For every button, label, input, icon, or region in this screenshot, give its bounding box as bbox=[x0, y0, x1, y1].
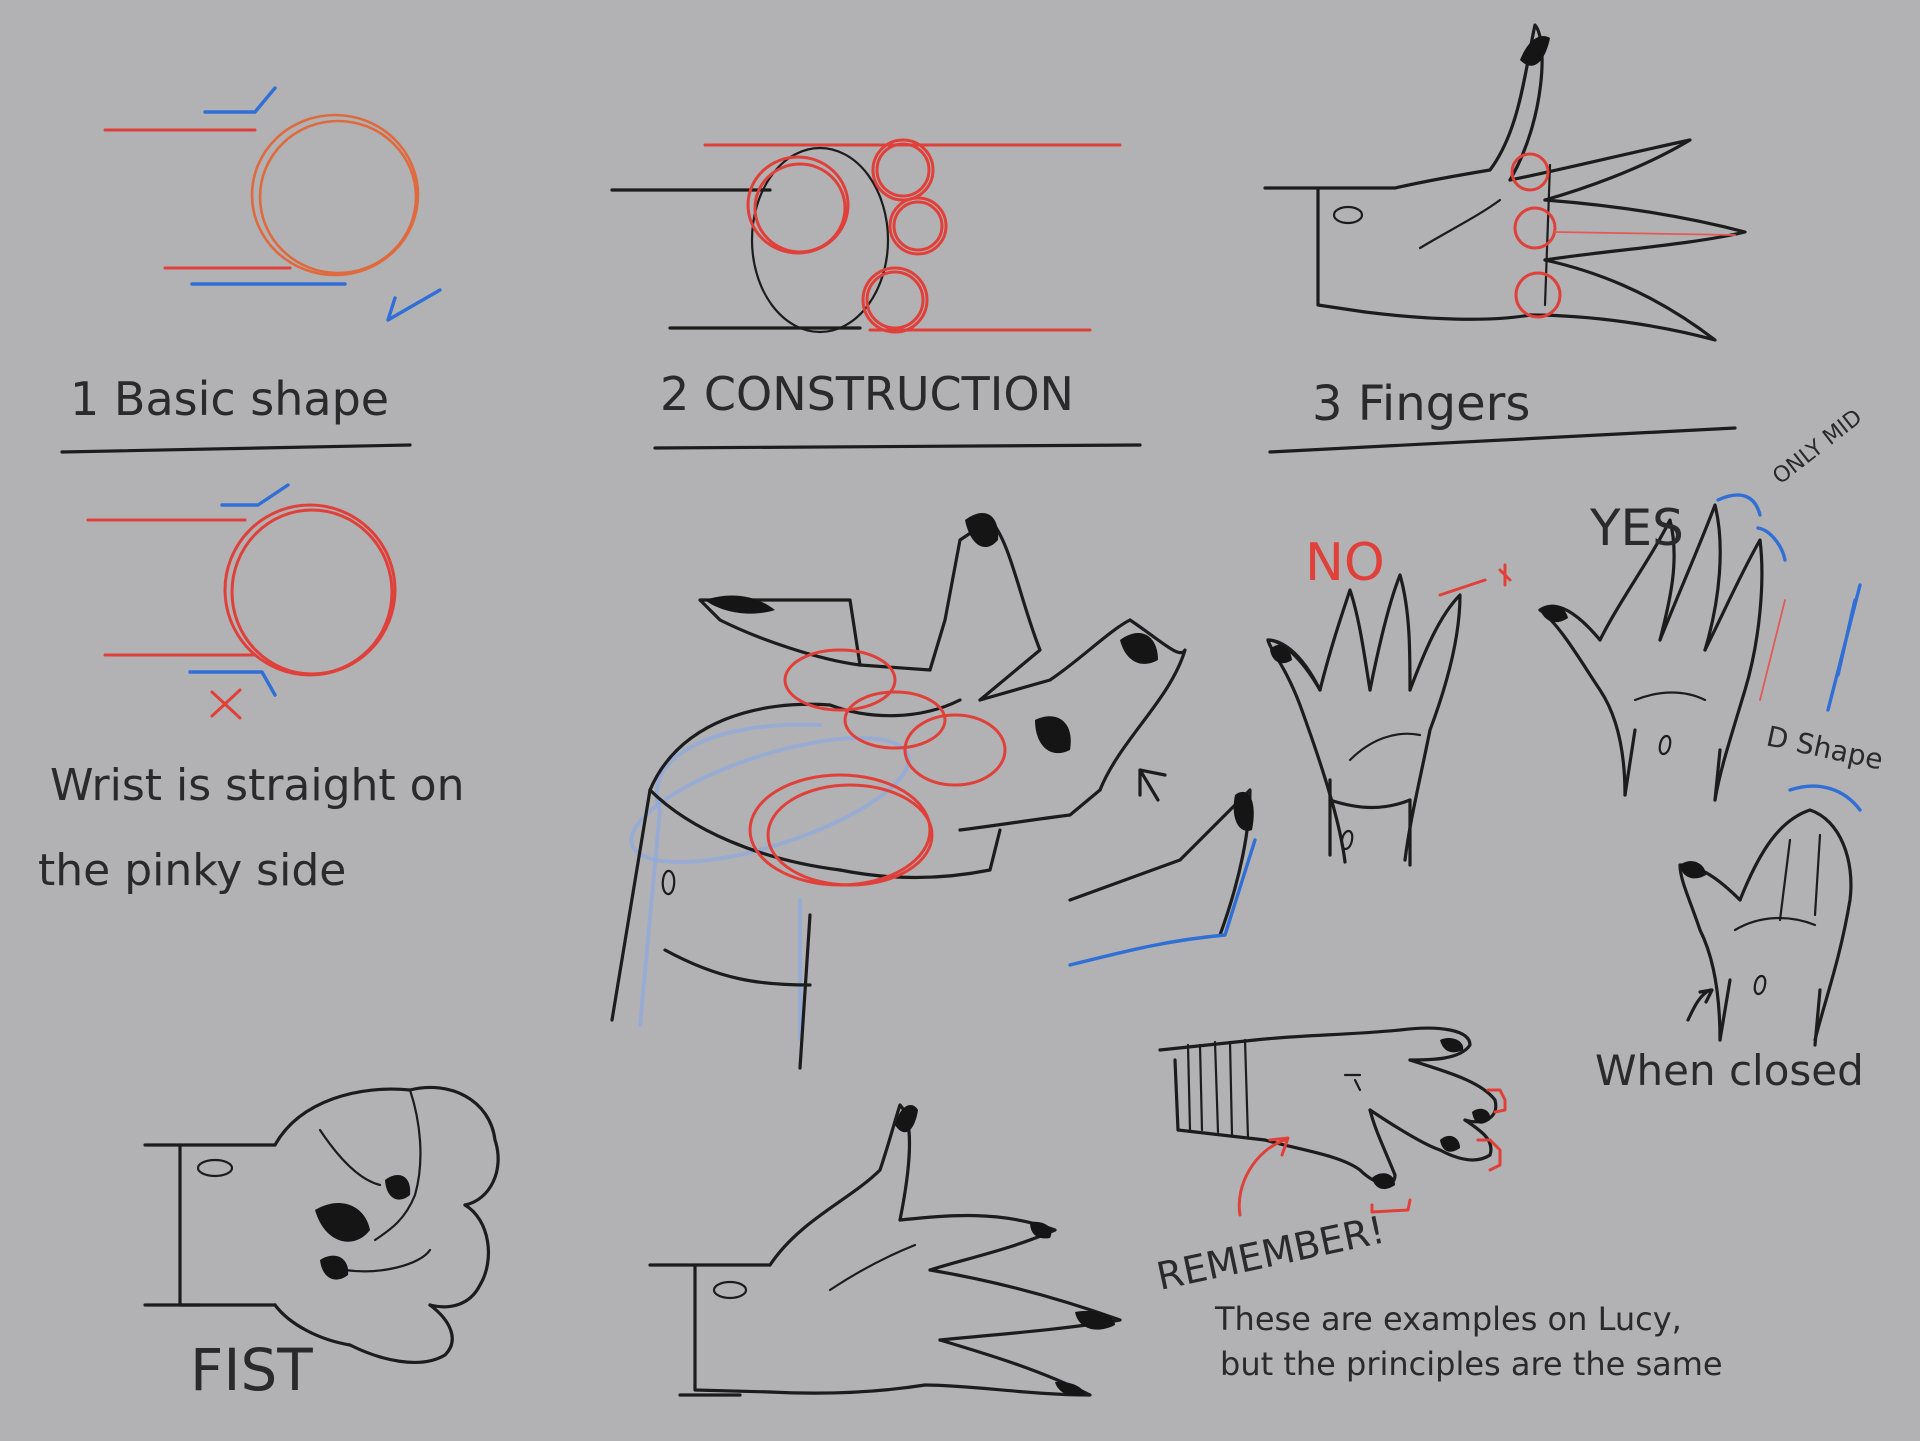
remember-label: REMEMBER! bbox=[1153, 1208, 1389, 1299]
closing-note-line1: These are examples on Lucy, bbox=[1214, 1300, 1682, 1338]
fist-label: FIST bbox=[190, 1336, 313, 1404]
step2-underline bbox=[653, 443, 1142, 450]
step2-label: 2 CONSTRUCTION bbox=[660, 367, 1074, 421]
remember-finger-sketch bbox=[1158, 1026, 1507, 1217]
step1-label: 1 Basic shape bbox=[70, 372, 389, 426]
perspective-hand-sketch bbox=[610, 512, 1257, 1070]
d-shape-label: D Shape bbox=[1764, 720, 1886, 777]
wrist-rule-sketch bbox=[86, 483, 397, 720]
closing-note-line2: but the principles are the same bbox=[1220, 1345, 1723, 1383]
wrist-note-line2: the pinky side bbox=[38, 845, 346, 896]
yes-label: YES bbox=[1589, 499, 1684, 557]
wrist-note-line1: Wrist is straight on bbox=[50, 760, 464, 811]
when-closed-label: When closed bbox=[1595, 1046, 1864, 1095]
open-hand-sketch bbox=[648, 1103, 1122, 1397]
step3-underline bbox=[1268, 426, 1737, 454]
step3-fingers-sketch bbox=[1263, 23, 1747, 342]
step1-underline bbox=[60, 443, 412, 454]
step3-label: 3 Fingers bbox=[1312, 376, 1530, 432]
fist-sketch bbox=[143, 1085, 500, 1365]
only-mid-label: ONLY MID bbox=[1768, 405, 1867, 490]
step1-basic-shape-sketch bbox=[103, 86, 442, 322]
step2-construction-sketch bbox=[610, 138, 1122, 334]
no-label: NO bbox=[1305, 533, 1385, 593]
closed-fingers-hand bbox=[1678, 784, 1862, 1047]
yes-example-hand bbox=[1538, 493, 1862, 802]
no-example-hand bbox=[1266, 563, 1512, 867]
